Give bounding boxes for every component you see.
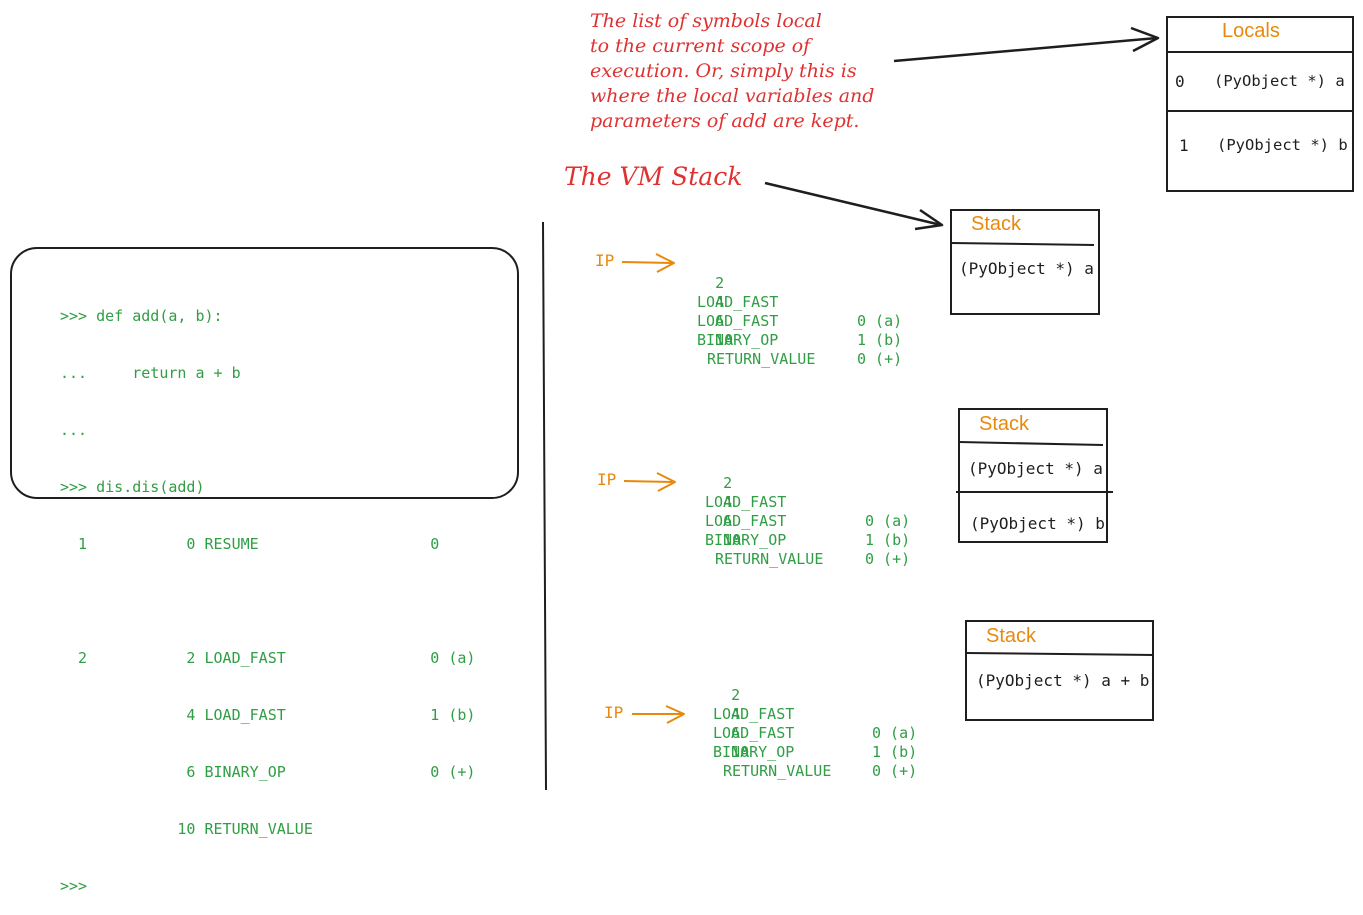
bytecode-listing-3: 2 LOAD_FAST 0 (a) 4 LOAD_FAST 1 (b) 6 BI… bbox=[695, 667, 917, 780]
locals-box-outline bbox=[1166, 16, 1354, 192]
repl-code: >>> def add(a, b): ... return a + b ... … bbox=[60, 269, 475, 915]
bytecode-arg: 0 (+) bbox=[865, 550, 911, 568]
bytecode-row: 10 RETURN_VALUE bbox=[695, 724, 831, 780]
locals-row-1-value: (PyObject *) b bbox=[1217, 136, 1348, 154]
bytecode-arg: 0 (a) bbox=[857, 312, 903, 330]
ip-arrow-3 bbox=[632, 705, 685, 724]
repl-line: ... return a + b bbox=[60, 364, 241, 382]
bytecode-row: 4 LOAD_FAST 1 (b) bbox=[679, 274, 902, 349]
bytecode-listing-1: 2 LOAD_FAST 0 (a) 4 LOAD_FAST 1 (b) 6 BI… bbox=[679, 255, 902, 368]
bytecode-op: RETURN_VALUE bbox=[715, 550, 824, 568]
stack-2-cell-1: (PyObject *) b bbox=[970, 514, 1105, 533]
bytecode-lineno: 2 bbox=[723, 474, 733, 492]
repl-line: >>> def add(a, b): bbox=[60, 307, 223, 325]
bytecode-lineno: 6 bbox=[731, 724, 741, 742]
repl-line: 1 0 RESUME 0 bbox=[60, 535, 440, 553]
bytecode-lineno: 4 bbox=[723, 493, 733, 511]
bytecode-op: LOAD_FAST bbox=[713, 705, 795, 723]
repl-line: ... bbox=[60, 421, 88, 439]
repl-line: 4 LOAD_FAST 1 (b) bbox=[60, 706, 476, 724]
bytecode-op: LOAD_FAST bbox=[705, 493, 787, 511]
bytecode-op: BINARY_OP bbox=[705, 531, 787, 549]
bytecode-arg: 0 (a) bbox=[865, 512, 911, 530]
bytecode-arg: 1 (b) bbox=[865, 531, 911, 549]
stack-1-cell-0: (PyObject *) a bbox=[959, 259, 1094, 278]
bytecode-arg: 1 (b) bbox=[857, 331, 903, 349]
ip-label-2: IP bbox=[597, 470, 617, 489]
locals-note-arrow bbox=[893, 26, 1160, 63]
repl-line: 6 BINARY_OP 0 (+) bbox=[60, 763, 476, 781]
repl-line: >>> dis.dis(add) bbox=[60, 478, 205, 496]
bytecode-lineno: 2 bbox=[715, 274, 725, 292]
stack-2-cell-0: (PyObject *) a bbox=[968, 459, 1103, 478]
bytecode-lineno: 10 bbox=[731, 743, 750, 761]
locals-title: Locals bbox=[1222, 20, 1280, 42]
bytecode-arg: 0 (a) bbox=[872, 724, 918, 742]
repl-line: >>> bbox=[60, 877, 88, 895]
bytecode-row: 6 BINARY_OP 0 (+) bbox=[695, 705, 917, 780]
bytecode-row: 4 LOAD_FAST 1 (b) bbox=[687, 474, 910, 549]
bytecode-lineno: 10 bbox=[715, 331, 734, 349]
locals-row-0-value: (PyObject *) a bbox=[1214, 72, 1345, 90]
locals-note-line: parameters of add are kept. bbox=[590, 110, 860, 132]
bytecode-lineno: 4 bbox=[715, 293, 725, 311]
ip-arrow-2 bbox=[623, 472, 676, 492]
bytecode-op: LOAD_FAST bbox=[697, 312, 779, 330]
locals-note-line: to the current scope of bbox=[590, 35, 811, 57]
bytecode-row: 6 BINARY_OP 0 (+) bbox=[687, 493, 910, 568]
bytecode-lineno: 4 bbox=[731, 705, 741, 723]
locals-note-line: execution. Or, simply this is bbox=[590, 60, 857, 82]
locals-note-line: The list of symbols local bbox=[590, 10, 822, 32]
ip-arrow-1 bbox=[621, 253, 675, 273]
bytecode-row: 2 LOAD_FAST 0 (a) bbox=[687, 455, 910, 530]
ip-label-3: IP bbox=[604, 703, 624, 722]
stack-title-3: Stack bbox=[986, 625, 1037, 647]
locals-note: The list of symbols local to the current… bbox=[590, 9, 890, 134]
bytecode-arg: 0 (+) bbox=[857, 350, 903, 368]
repl-line bbox=[60, 592, 475, 611]
locals-row-1-index: 1 bbox=[1179, 136, 1189, 155]
ip-label-1: IP bbox=[595, 251, 615, 270]
bytecode-lineno: 10 bbox=[723, 531, 742, 549]
vm-stack-note: The VM Stack bbox=[564, 162, 743, 191]
stack-title-2: Stack bbox=[979, 413, 1030, 435]
diagram-lines bbox=[10, 16, 1354, 791]
bytecode-row: 4 LOAD_FAST 1 (b) bbox=[695, 686, 917, 761]
stack-box-1-outline bbox=[950, 209, 1100, 315]
bytecode-op: LOAD_FAST bbox=[697, 293, 779, 311]
bytecode-row: 6 BINARY_OP 0 (+) bbox=[679, 293, 902, 368]
bytecode-op: BINARY_OP bbox=[713, 743, 795, 761]
bytecode-op: LOAD_FAST bbox=[705, 512, 787, 530]
repl-box-outline bbox=[10, 247, 519, 499]
locals-row-0-index: 0 bbox=[1175, 72, 1185, 91]
locals-note-line: where the local variables and bbox=[590, 85, 875, 107]
bytecode-lineno: 2 bbox=[731, 686, 741, 704]
repl-line: 2 2 LOAD_FAST 0 (a) bbox=[60, 649, 476, 667]
stack-3-cell-0: (PyObject *) a + b bbox=[976, 671, 1150, 690]
bytecode-op: RETURN_VALUE bbox=[707, 350, 816, 368]
bytecode-row: 2 LOAD_FAST 0 (a) bbox=[695, 667, 917, 742]
bytecode-row: 10 RETURN_VALUE bbox=[687, 512, 823, 568]
bytecode-lineno: 6 bbox=[723, 512, 733, 530]
bytecode-arg: 0 (+) bbox=[872, 762, 918, 780]
repl-line: 10 RETURN_VALUE bbox=[60, 820, 313, 838]
vm-stack-note-arrow bbox=[764, 181, 944, 231]
divider-line bbox=[542, 221, 547, 791]
bytecode-op: BINARY_OP bbox=[697, 331, 779, 349]
bytecode-row: 2 LOAD_FAST 0 (a) bbox=[679, 255, 902, 330]
bytecode-arg: 1 (b) bbox=[872, 743, 918, 761]
stack-box-2-outline bbox=[958, 408, 1108, 543]
bytecode-op: LOAD_FAST bbox=[713, 724, 795, 742]
bytecode-lineno: 6 bbox=[715, 312, 725, 330]
bytecode-row: 10 RETURN_VALUE bbox=[679, 312, 815, 368]
bytecode-op: RETURN_VALUE bbox=[723, 762, 832, 780]
stack-title-1: Stack bbox=[971, 213, 1022, 235]
bytecode-listing-2: 2 LOAD_FAST 0 (a) 4 LOAD_FAST 1 (b) 6 BI… bbox=[687, 455, 910, 568]
stack-box-3-outline bbox=[965, 620, 1154, 721]
